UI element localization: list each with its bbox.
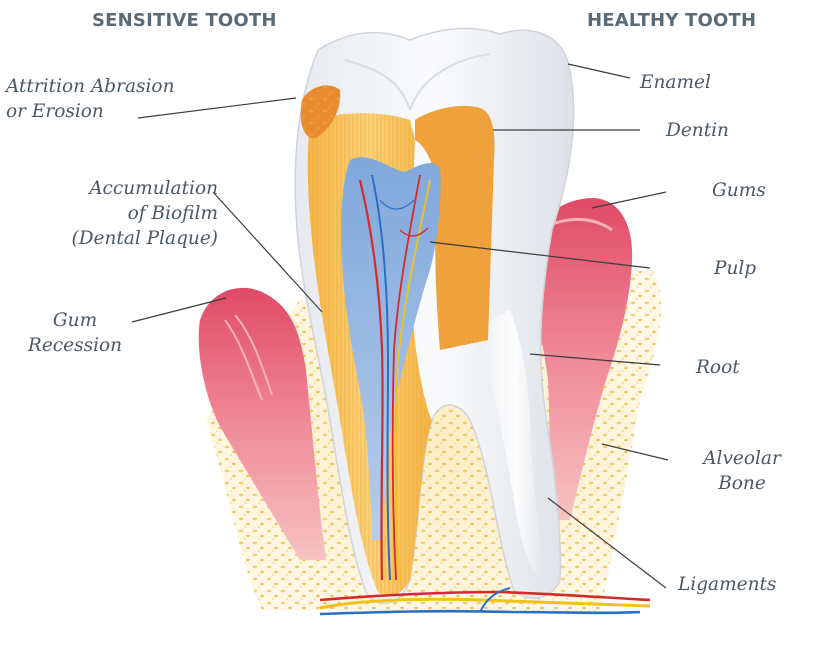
alveolar-bone-label-line-2: Bone xyxy=(688,471,796,496)
alveolar-bone-label-line-1: Alveolar xyxy=(688,446,796,471)
biofilm-label: Accumulation of Biofilm (Dental Plaque) xyxy=(40,176,218,251)
attrition-label: Attrition Abrasion or Erosion xyxy=(6,74,175,124)
gum-recession-label-line-2: Recession xyxy=(16,333,134,358)
dentin-label: Dentin xyxy=(666,118,729,143)
biofilm-label-line-2: of Biofilm xyxy=(40,201,218,226)
gum-recession-label: Gum Recession xyxy=(16,308,134,358)
root-label: Root xyxy=(696,355,740,380)
sensitive-tooth-heading: SENSITIVE TOOTH xyxy=(92,10,277,31)
biofilm-label-line-1: Accumulation xyxy=(40,176,218,201)
enamel-label: Enamel xyxy=(640,70,711,95)
gums-label: Gums xyxy=(712,178,766,203)
alveolar-bone-label: Alveolar Bone xyxy=(688,446,796,496)
biofilm-label-line-3: (Dental Plaque) xyxy=(40,226,218,251)
pulp-label: Pulp xyxy=(714,256,756,281)
ligaments-label: Ligaments xyxy=(678,572,776,597)
healthy-tooth-heading: HEALTHY TOOTH xyxy=(587,10,756,31)
gum-recession-label-line-1: Gum xyxy=(16,308,134,333)
attrition-label-line-2: or Erosion xyxy=(6,99,175,124)
attrition-label-line-1: Attrition Abrasion xyxy=(6,74,175,99)
